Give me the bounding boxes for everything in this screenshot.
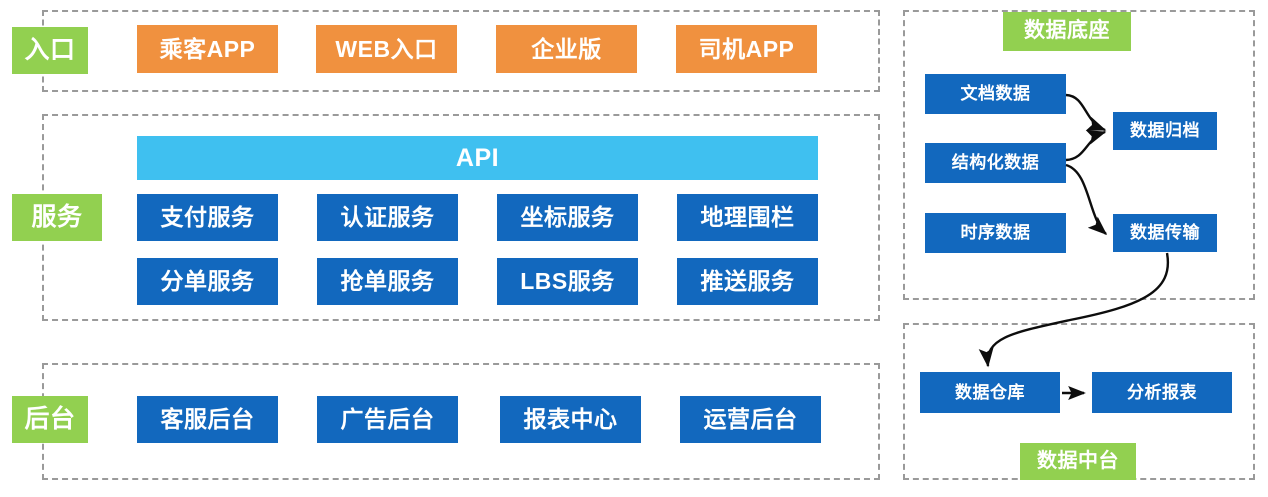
api-bar[interactable]: API <box>137 136 818 180</box>
backend-item-advertising[interactable]: 广告后台 <box>317 396 458 443</box>
service-item-coordinate[interactable]: 坐标服务 <box>497 194 638 241</box>
service-item-auth[interactable]: 认证服务 <box>317 194 458 241</box>
backend-item-operations[interactable]: 运营后台 <box>680 396 821 443</box>
service-item-push[interactable]: 推送服务 <box>677 258 818 305</box>
data-source-structured[interactable]: 结构化数据 <box>925 143 1066 183</box>
backend-category-label: 后台 <box>12 396 88 443</box>
service-item-geofence[interactable]: 地理围栏 <box>677 194 818 241</box>
service-category-label: 服务 <box>12 194 102 241</box>
backend-item-customer-service[interactable]: 客服后台 <box>137 396 278 443</box>
data-target-archive[interactable]: 数据归档 <box>1113 112 1217 150</box>
data-platform-title-label: 数据中台 <box>1020 443 1136 480</box>
data-source-timeseries[interactable]: 时序数据 <box>925 213 1066 253</box>
backend-item-report-center[interactable]: 报表中心 <box>500 396 641 443</box>
data-platform-analytics-report[interactable]: 分析报表 <box>1092 372 1232 413</box>
entry-item-passenger-app[interactable]: 乘客APP <box>137 25 278 73</box>
service-item-grab-order[interactable]: 抢单服务 <box>317 258 458 305</box>
data-base-title-label: 数据底座 <box>1003 12 1131 51</box>
entry-item-web-entry[interactable]: WEB入口 <box>316 25 457 73</box>
service-item-dispatch[interactable]: 分单服务 <box>137 258 278 305</box>
service-item-lbs[interactable]: LBS服务 <box>497 258 638 305</box>
service-item-payment[interactable]: 支付服务 <box>137 194 278 241</box>
data-target-transfer[interactable]: 数据传输 <box>1113 214 1217 252</box>
entry-item-enterprise[interactable]: 企业版 <box>496 25 637 73</box>
data-source-document[interactable]: 文档数据 <box>925 74 1066 114</box>
entry-category-label: 入口 <box>12 27 88 74</box>
data-platform-warehouse[interactable]: 数据仓库 <box>920 372 1060 413</box>
entry-item-driver-app[interactable]: 司机APP <box>676 25 817 73</box>
